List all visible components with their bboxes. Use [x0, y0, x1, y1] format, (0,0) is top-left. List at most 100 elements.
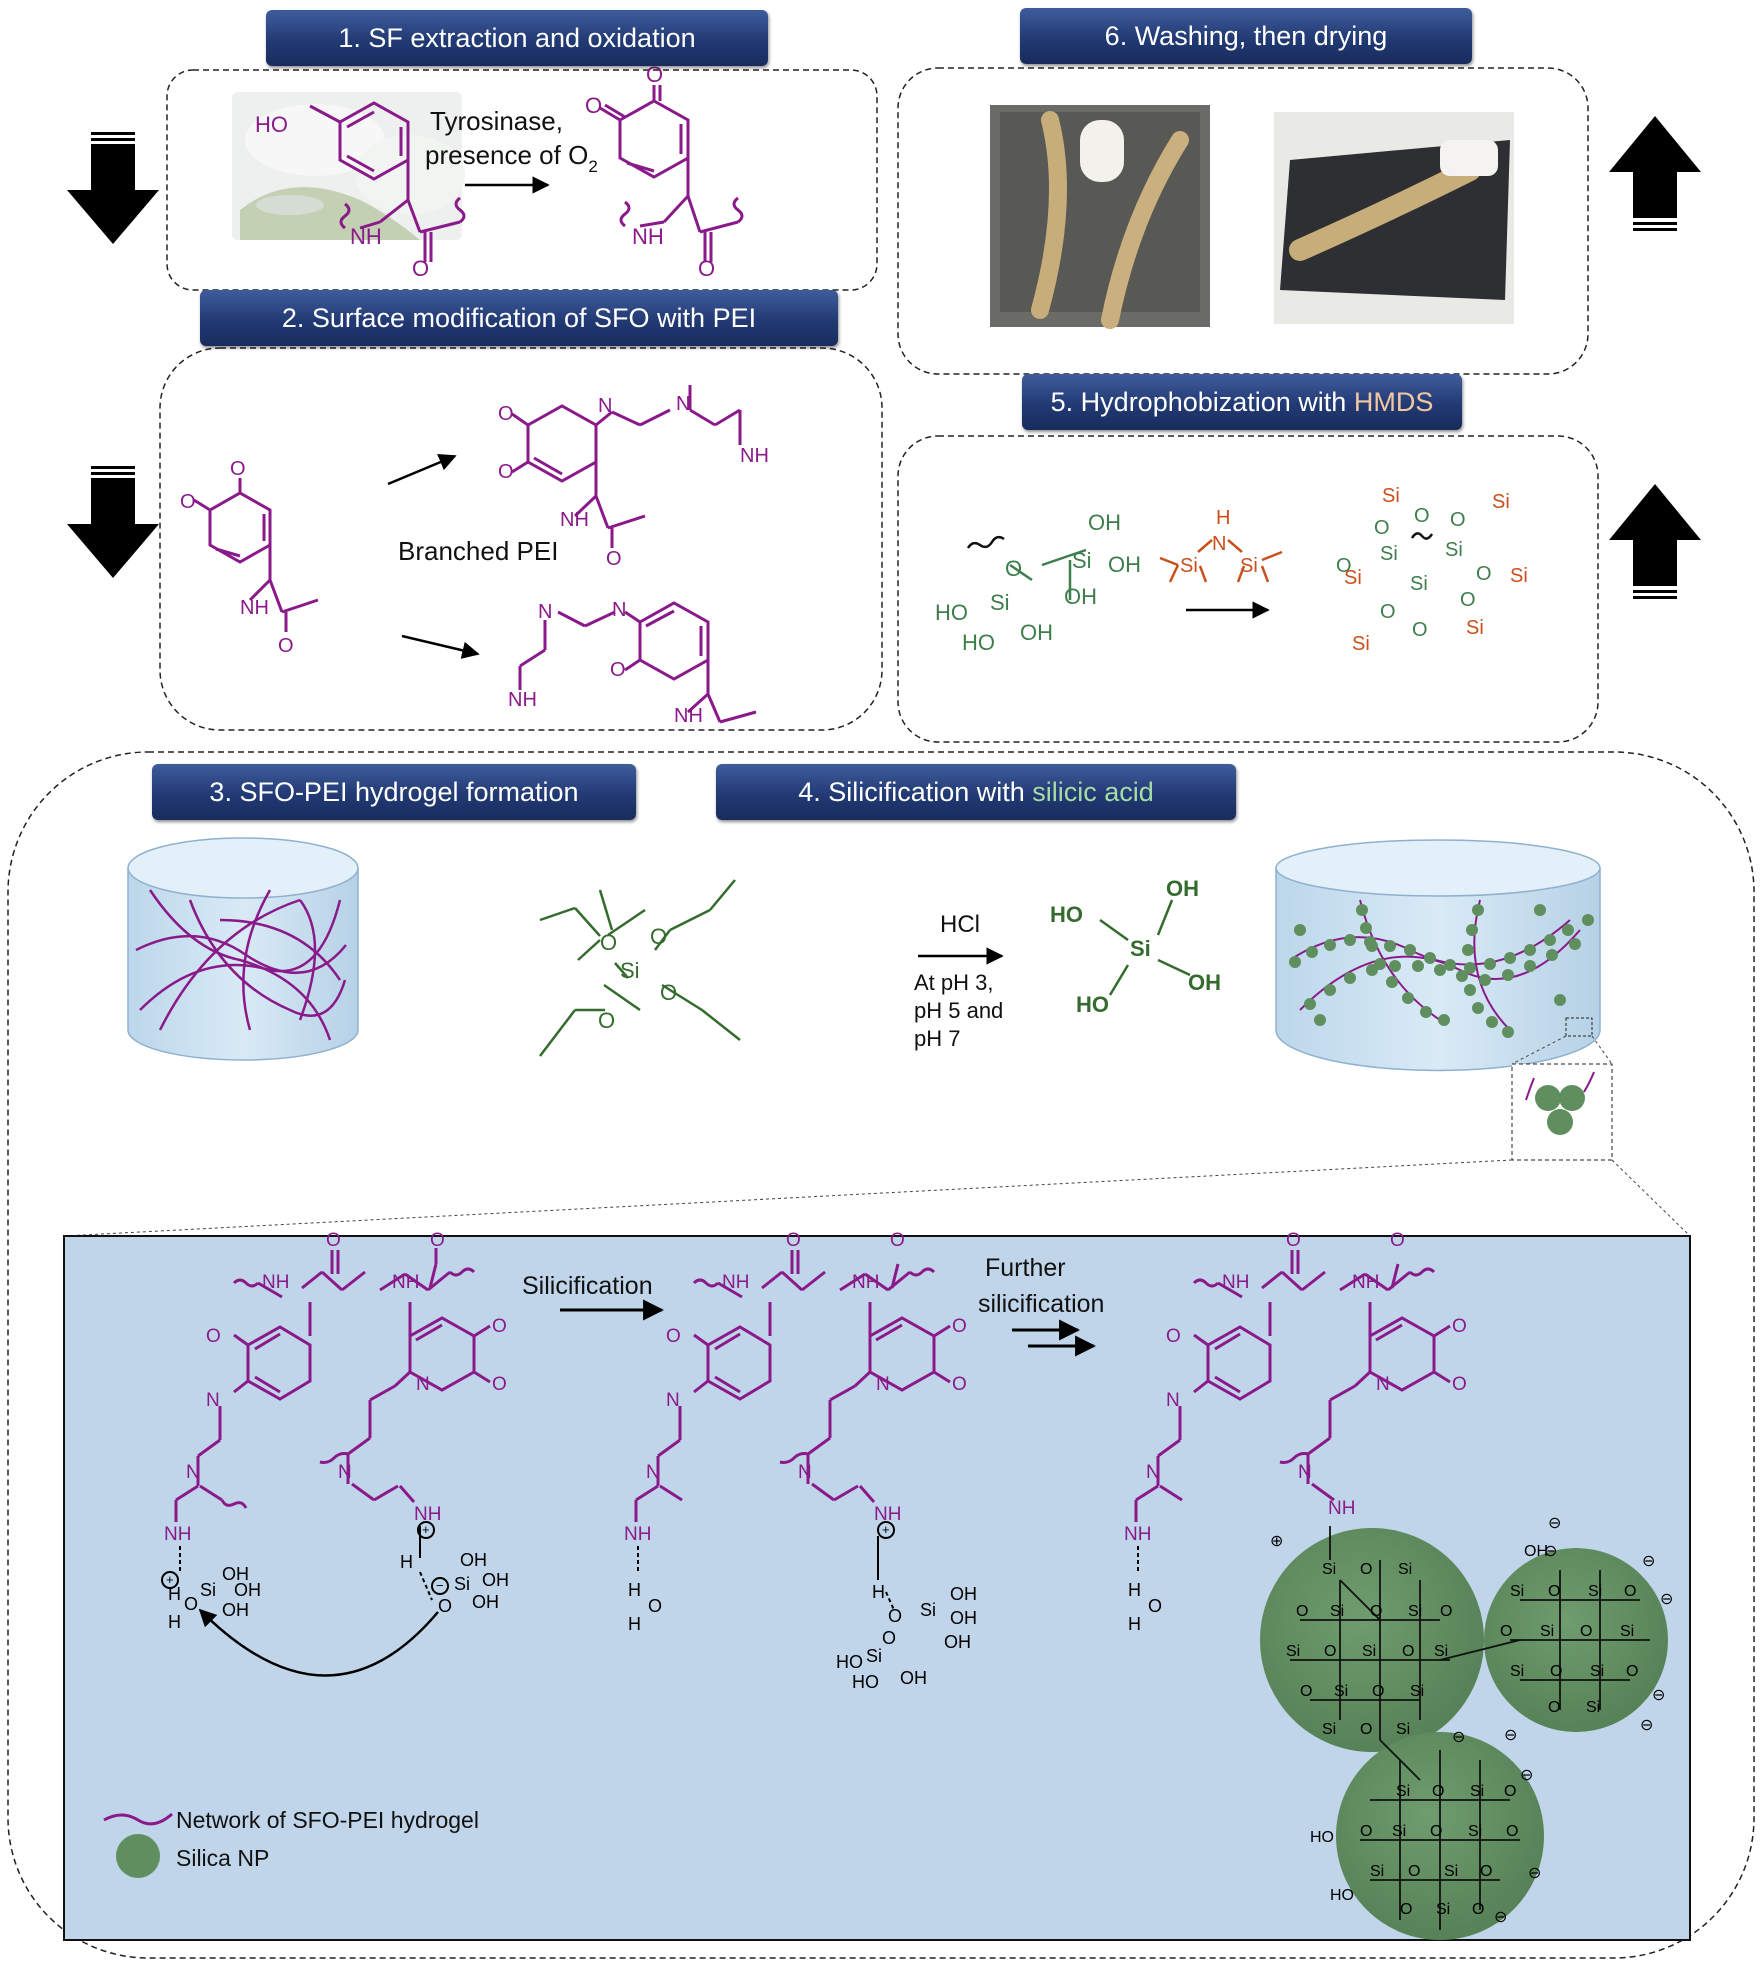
svg-text:Si: Si [1408, 1603, 1422, 1620]
o-label: O [610, 659, 626, 681]
svg-text:O: O [1626, 1663, 1638, 1680]
svg-text:⊖: ⊖ [1452, 1729, 1465, 1746]
ph-condition: At pH 3, [914, 970, 993, 995]
svg-text:O: O [1580, 1623, 1592, 1640]
n-label: N [416, 1374, 430, 1395]
svg-text:⊖: ⊖ [1504, 1727, 1517, 1744]
wheat-photo-2 [1274, 112, 1514, 324]
svg-text:O: O [1402, 1643, 1414, 1660]
h-label: H [400, 1552, 413, 1572]
o-label: O [952, 1374, 967, 1395]
si-label: Si [1445, 539, 1463, 561]
n-label: N [538, 601, 552, 623]
ph-condition: pH 7 [914, 1026, 960, 1051]
n-label: N [206, 1390, 220, 1411]
svg-text:O: O [1440, 1603, 1452, 1620]
n-label: N [798, 1462, 812, 1483]
svg-text:Si: Si [1540, 1623, 1554, 1640]
si-label: Si [1380, 543, 1398, 565]
o-label: O [1286, 1230, 1301, 1251]
si-label: Si [1130, 936, 1151, 961]
o-label: O [1460, 589, 1476, 611]
svg-text:O: O [1480, 1863, 1492, 1880]
n-label: N [1298, 1462, 1312, 1483]
reagent-hcl: HCl [940, 911, 980, 938]
tyrosine-structure [309, 101, 466, 262]
svg-text:⊖: ⊖ [1544, 1543, 1557, 1560]
o-label: O [492, 1316, 507, 1337]
svg-text:O: O [1408, 1863, 1420, 1880]
oh-label: OH [472, 1592, 499, 1612]
mechanism-structure-2 [634, 1250, 951, 1522]
n-label: N [646, 1462, 660, 1483]
o-label: O [326, 1230, 341, 1251]
reagent-branched-pei: Branched PEI [398, 536, 558, 566]
si-label: Si [1240, 555, 1258, 577]
svg-text:O: O [1360, 1721, 1372, 1738]
nh-label: NH [560, 509, 589, 531]
n-label: N [338, 1462, 352, 1483]
svg-text:Si: Si [1286, 1643, 1300, 1660]
ho-label: HO [852, 1672, 879, 1692]
n-label: N [186, 1462, 200, 1483]
si-label: Si [1410, 573, 1428, 595]
plus-sign: + [422, 1522, 430, 1537]
svg-text:⊖: ⊖ [1494, 1909, 1507, 1926]
svg-text:Si: Si [1334, 1683, 1348, 1700]
svg-text:⊕: ⊕ [1270, 1533, 1283, 1550]
legend-network-label: Network of SFO-PEI hydrogel [176, 1807, 479, 1833]
oh-label: OH [950, 1608, 977, 1628]
o-label: O [498, 461, 514, 483]
oh-label: OH [1188, 970, 1221, 995]
svg-text:O: O [1296, 1603, 1308, 1620]
oh-label: OH [222, 1600, 249, 1620]
n-label: N [666, 1390, 680, 1411]
arrow-down-icon [67, 466, 159, 578]
svg-text:Si: Si [1436, 1901, 1450, 1918]
si-label: Si [200, 1580, 216, 1600]
svg-text:O: O [1548, 1583, 1560, 1600]
h-label: H [168, 1584, 181, 1604]
svg-text:O: O [1506, 1823, 1518, 1840]
h-label: H [628, 1580, 641, 1600]
o-label: O [648, 1596, 662, 1616]
further-label: Further [985, 1254, 1066, 1282]
panel-1-frame [166, 69, 878, 291]
reagent-tyrosinase: Tyrosinase, [430, 106, 563, 136]
svg-text:Si: Si [1586, 1699, 1600, 1716]
si-label: Si [866, 1646, 882, 1666]
o-label: O [492, 1374, 507, 1395]
dopaquinone-structure [599, 85, 744, 262]
nh-label: NH [624, 1524, 651, 1545]
svg-text:OH: OH [1524, 1543, 1548, 1560]
step-5-label: 5. Hydrophobization with HMDS [1022, 374, 1462, 430]
oh-label: OH [944, 1632, 971, 1652]
o-label: O [180, 491, 196, 513]
o-label: O [1148, 1596, 1162, 1616]
o-label: O [230, 458, 246, 480]
step-4-label: 4. Silicification with silicic acid [716, 764, 1236, 820]
o-label: O [660, 980, 677, 1005]
o-label: O [1336, 555, 1352, 577]
o-label: O [1005, 556, 1022, 581]
step-6-label: 6. Washing, then drying [1020, 8, 1472, 64]
oh-label: OH [950, 1584, 977, 1604]
n-label: N [598, 395, 612, 417]
ho-label: HO [962, 630, 995, 655]
nh-label: NH [414, 1504, 441, 1525]
n-label: N [876, 1374, 890, 1395]
h-label: H [1128, 1580, 1141, 1600]
o-label: O [698, 256, 715, 281]
svg-text:⊖: ⊖ [1640, 1717, 1653, 1734]
o-label: O [1452, 1316, 1467, 1337]
oh-label: OH [482, 1570, 509, 1590]
o-label: O [412, 256, 429, 281]
o-label: O [646, 62, 663, 87]
svg-text:O: O [1550, 1663, 1562, 1680]
svg-text:O: O [1548, 1699, 1560, 1716]
oh-label: OH [1166, 876, 1199, 901]
oh-label: OH [222, 1564, 249, 1584]
teos-structure [539, 879, 741, 1057]
o-label: O [952, 1316, 967, 1337]
nh-label: NH [740, 445, 769, 467]
